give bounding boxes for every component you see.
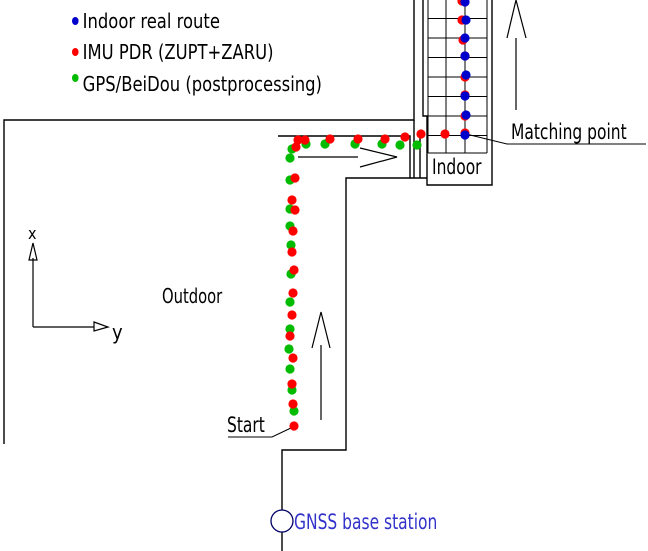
imu-pdr-point xyxy=(290,173,300,183)
axes-indicator xyxy=(28,242,110,332)
imu-pdr-point xyxy=(290,205,300,215)
indoor-real-route-point xyxy=(460,0,470,7)
gps-beidou-point xyxy=(289,406,299,416)
imu-pdr-point xyxy=(289,265,299,275)
imu-pdr-point xyxy=(353,134,363,144)
imu-pdr-point xyxy=(288,288,298,298)
imu-pdr-point xyxy=(416,129,426,139)
matching-point-label: Matching point xyxy=(511,120,627,144)
legend-label: GPS/BeiDou (postprocessing) xyxy=(82,72,322,96)
matching-point-leader xyxy=(465,133,646,145)
gps-beidou-point xyxy=(412,140,422,150)
corridor-inner-wall xyxy=(278,135,411,551)
green-dot-icon xyxy=(72,74,79,82)
legend-label: IMU PDR (ZUPT+ZARU) xyxy=(82,40,274,64)
indoor-real-route-points xyxy=(460,0,471,140)
direction-arrows xyxy=(298,0,527,420)
imu-pdr-point xyxy=(288,353,298,363)
gps-beidou-point xyxy=(285,297,295,307)
start-leader xyxy=(228,426,294,438)
legend-item-imu-pdr: IMU PDR (ZUPT+ZARU) xyxy=(72,40,274,64)
indoor-real-route-point xyxy=(461,110,471,120)
imu-pdr-point xyxy=(400,132,410,142)
outer-wall-left-top xyxy=(3,0,415,444)
imu-pdr-point xyxy=(287,379,297,389)
x-axis-arrow-icon xyxy=(28,242,38,261)
leader-lines xyxy=(228,133,646,438)
outdoor-label: Outdoor xyxy=(162,284,223,308)
indoor-label: Indoor xyxy=(432,155,482,179)
imu-pdr-point xyxy=(285,331,295,341)
indoor-real-route-point xyxy=(461,70,471,80)
imu-pdr-point xyxy=(287,247,297,257)
start-label: Start xyxy=(227,413,265,437)
legend-item-indoor-real-route: Indoor real route xyxy=(72,9,220,33)
gnss-base-station-label: GNSS base station xyxy=(294,510,438,534)
legend-label: Indoor real route xyxy=(82,9,220,33)
imu-pdr-point xyxy=(325,134,335,144)
gps-beidou-points xyxy=(284,139,422,416)
imu-pdr-point xyxy=(287,310,297,320)
gps-beidou-point xyxy=(285,324,295,334)
gps-beidou-point xyxy=(286,240,296,250)
blue-dot-icon xyxy=(72,17,79,25)
indoor-real-route-point xyxy=(460,130,470,140)
indoor-outer-wall xyxy=(422,0,493,186)
axis-y-label: y xyxy=(112,320,123,344)
imu-pdr-point xyxy=(293,135,303,145)
arrow-up-outdoor-icon xyxy=(311,311,331,420)
axis-x-label: x xyxy=(28,224,37,243)
indoor-grid xyxy=(427,0,488,154)
y-axis-arrow-icon xyxy=(93,321,110,332)
imu-pdr-point xyxy=(289,421,299,431)
walls xyxy=(3,0,493,551)
imu-pdr-point xyxy=(380,134,390,144)
imu-pdr-points xyxy=(285,0,470,431)
arrow-right-corridor-icon xyxy=(298,147,398,168)
gps-beidou-point xyxy=(285,153,295,163)
imu-pdr-point xyxy=(288,226,298,236)
indoor-real-route-point xyxy=(460,51,470,61)
gps-beidou-point xyxy=(285,364,295,374)
imu-pdr-point xyxy=(287,195,297,205)
arrow-up-indoor-icon xyxy=(506,0,527,110)
imu-pdr-point xyxy=(288,399,298,409)
red-dot-icon xyxy=(72,48,79,56)
gps-beidou-point xyxy=(395,140,405,150)
imu-pdr-point xyxy=(291,142,301,152)
gps-beidou-point xyxy=(284,344,294,354)
imu-pdr-point xyxy=(440,129,450,139)
indoor-real-route-point xyxy=(460,33,470,43)
imu-pdr-point xyxy=(300,135,310,145)
gnss-base-station-marker xyxy=(270,509,294,533)
indoor-real-route-point xyxy=(460,91,470,101)
legend-item-gps-beidou: GPS/BeiDou (postprocessing) xyxy=(72,72,322,96)
indoor-real-route-point xyxy=(461,15,471,25)
